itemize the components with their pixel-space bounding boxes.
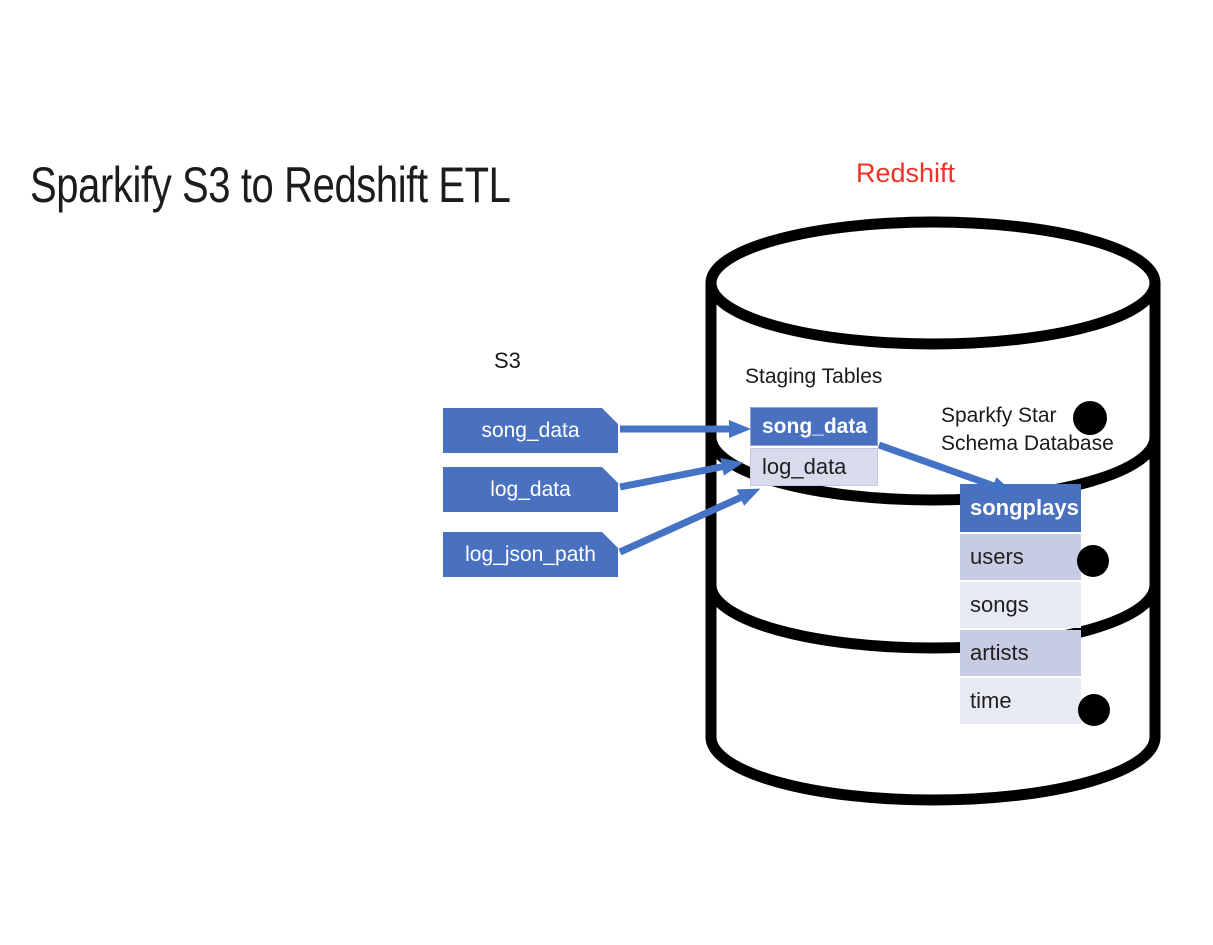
staging-table-header-song-data: song_data	[750, 407, 878, 446]
s3-bucket-log-json-path: log_json_path	[443, 532, 618, 577]
s3-bucket-song-data: song_data	[443, 408, 618, 453]
staging-tables-label: Staging Tables	[745, 365, 883, 388]
staging-table-row-log-data: log_data	[750, 448, 878, 486]
star-schema-label-line1: Sparkfy Star	[941, 404, 1057, 427]
star-schema-table: songplays users songs artists time	[960, 484, 1081, 724]
s3-label: S3	[494, 348, 521, 373]
cylinder-band-2	[705, 579, 1161, 654]
staging-table: song_data log_data	[750, 407, 878, 486]
cylinder-top-ellipse	[705, 216, 1161, 350]
dimension-table-artists: artists	[960, 630, 1081, 676]
s3-bucket-log-data: log_data	[443, 467, 618, 512]
star-schema-label: Sparkfy Star Schema Database	[941, 402, 1114, 458]
dimension-table-songs: songs	[960, 582, 1081, 628]
dimension-table-time: time	[960, 678, 1081, 724]
fact-table-songplays: songplays	[960, 484, 1081, 532]
dimension-table-users: users	[960, 534, 1081, 580]
redshift-label: Redshift	[856, 158, 956, 188]
page-title-text: Sparkify S3 to Redshift ETL	[30, 157, 511, 213]
cylinder-bottom-arc	[705, 731, 1161, 806]
star-schema-label-line2: Schema Database	[941, 432, 1114, 455]
page-title: Sparkify S3 to Redshift ETL	[30, 156, 631, 214]
